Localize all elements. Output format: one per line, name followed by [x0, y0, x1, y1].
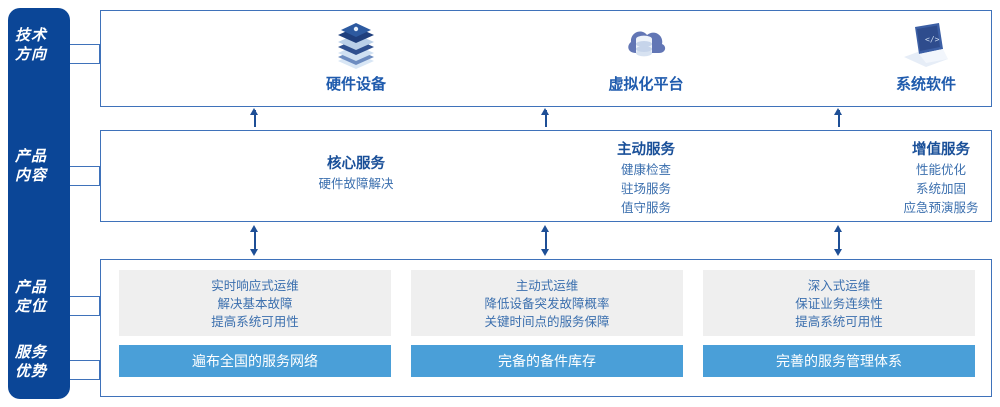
positioning-line: 主动式运维 — [515, 279, 579, 293]
advantage-bar-2[interactable]: 完备的备件库存 — [411, 345, 683, 377]
positioning-line: 实时响应式运维 — [211, 279, 299, 293]
arrow-up-hardware — [250, 108, 258, 115]
tech-label: 系统软件 — [895, 76, 956, 93]
connector-line — [70, 296, 100, 298]
content-item: 性能优化 — [915, 163, 966, 177]
connector-line — [70, 166, 100, 168]
connector-line — [99, 166, 101, 186]
category-sidebar — [8, 8, 70, 399]
content-title: 主动服务 — [617, 142, 675, 158]
connector-line — [70, 185, 100, 187]
arrow-up-virtualization — [545, 110, 547, 127]
content-item: 应急预演服务 — [903, 201, 979, 215]
sidebar-item-technology-direction[interactable]: 技术 方向 — [0, 26, 62, 64]
positioning-line: 解决基本故障 — [217, 297, 293, 311]
sidebar-item-product-positioning[interactable]: 产品 定位 — [0, 278, 62, 316]
positioning-line: 保证业务连续性 — [795, 297, 883, 311]
tech-column-hardware[interactable]: 硬件设备 — [236, 17, 476, 101]
content-item: 健康检查 — [620, 163, 671, 177]
arrow-double-positioning-3 — [834, 225, 842, 232]
positioning-advantage-panel: 实时响应式运维 解决基本故障 提高系统可用性 主动式运维 降低设备突发故障概率 … — [100, 259, 992, 397]
advantage-bar-3[interactable]: 完善的服务管理体系 — [703, 345, 975, 377]
arrow-double-positioning-2 — [541, 249, 549, 256]
positioning-card-3[interactable]: 深入式运维 保证业务连续性 提高系统可用性 — [703, 270, 975, 336]
content-item: 驻场服务 — [620, 182, 671, 196]
positioning-line: 提高系统可用性 — [211, 315, 299, 329]
arrow-up-system-software — [838, 110, 840, 127]
product-content-panel: 核心服务 硬件故障解决 主动服务 健康检查 驻场服务 值守服务 增值服务 性能优… — [100, 130, 992, 222]
tech-column-system-software[interactable]: </> 系统软件 — [806, 17, 1000, 101]
sidebar-item-service-advantage[interactable]: 服务 优势 — [0, 343, 62, 381]
content-item: 系统加固 — [915, 182, 966, 196]
positioning-line: 降低设备突发故障概率 — [484, 297, 610, 311]
positioning-line: 提高系统可用性 — [795, 315, 883, 329]
sidebar-label-line: 优势 — [14, 363, 47, 380]
arrow-up-virtualization — [541, 108, 549, 115]
content-item: 硬件故障解决 — [318, 177, 394, 191]
technology-direction-panel: 硬件设备 虚拟化平台 </> — [100, 10, 992, 107]
connector-line — [70, 315, 100, 317]
sidebar-label-line: 产品 — [14, 148, 47, 165]
sidebar-item-product-content[interactable]: 产品 内容 — [0, 147, 62, 185]
connector-line — [70, 44, 100, 46]
arrow-double-positioning-3 — [834, 249, 842, 256]
tech-label: 虚拟化平台 — [608, 76, 684, 93]
sidebar-label-line: 方向 — [14, 46, 47, 63]
sidebar-label-line: 服务 — [14, 344, 47, 361]
laptop-code-icon: </> — [806, 17, 1000, 71]
server-stack-icon — [236, 17, 476, 71]
arrow-up-system-software — [834, 108, 842, 115]
arrow-double-positioning-3 — [838, 229, 840, 251]
positioning-line: 关键时间点的服务保障 — [484, 315, 610, 329]
cloud-database-icon — [526, 17, 766, 71]
connector-line — [99, 44, 101, 64]
sidebar-label-line: 内容 — [14, 167, 47, 184]
sidebar-label-line: 定位 — [14, 298, 47, 315]
connector-line — [70, 360, 100, 362]
content-item: 值守服务 — [620, 201, 671, 215]
positioning-line: 深入式运维 — [807, 279, 871, 293]
arrow-double-positioning-2 — [541, 225, 549, 232]
arrow-double-positioning-1 — [254, 229, 256, 251]
content-column-proactive-service[interactable]: 主动服务 健康检查 驻场服务 值守服务 — [511, 139, 781, 218]
content-column-value-added-service[interactable]: 增值服务 性能优化 系统加固 应急预演服务 — [806, 139, 1000, 218]
positioning-card-2[interactable]: 主动式运维 降低设备突发故障概率 关键时间点的服务保障 — [411, 270, 683, 336]
sidebar-label-line: 产品 — [14, 279, 47, 296]
svg-text:</>: </> — [925, 35, 940, 44]
arrow-up-hardware — [254, 110, 256, 127]
sidebar-label-line: 技术 — [14, 27, 47, 44]
arrow-double-positioning-2 — [545, 229, 547, 251]
arrow-double-positioning-1 — [250, 249, 258, 256]
tech-column-virtualization[interactable]: 虚拟化平台 — [526, 17, 766, 101]
content-title: 核心服务 — [327, 156, 385, 172]
connector-line — [70, 379, 100, 381]
connector-line — [99, 296, 101, 316]
connector-line — [70, 63, 100, 65]
advantage-bar-1[interactable]: 遍布全国的服务网络 — [119, 345, 391, 377]
content-column-core-service[interactable]: 核心服务 硬件故障解决 — [221, 153, 491, 194]
positioning-card-1[interactable]: 实时响应式运维 解决基本故障 提高系统可用性 — [119, 270, 391, 336]
content-title: 增值服务 — [912, 142, 970, 158]
arrow-double-positioning-1 — [250, 225, 258, 232]
tech-label: 硬件设备 — [325, 76, 386, 93]
connector-line — [99, 360, 101, 380]
